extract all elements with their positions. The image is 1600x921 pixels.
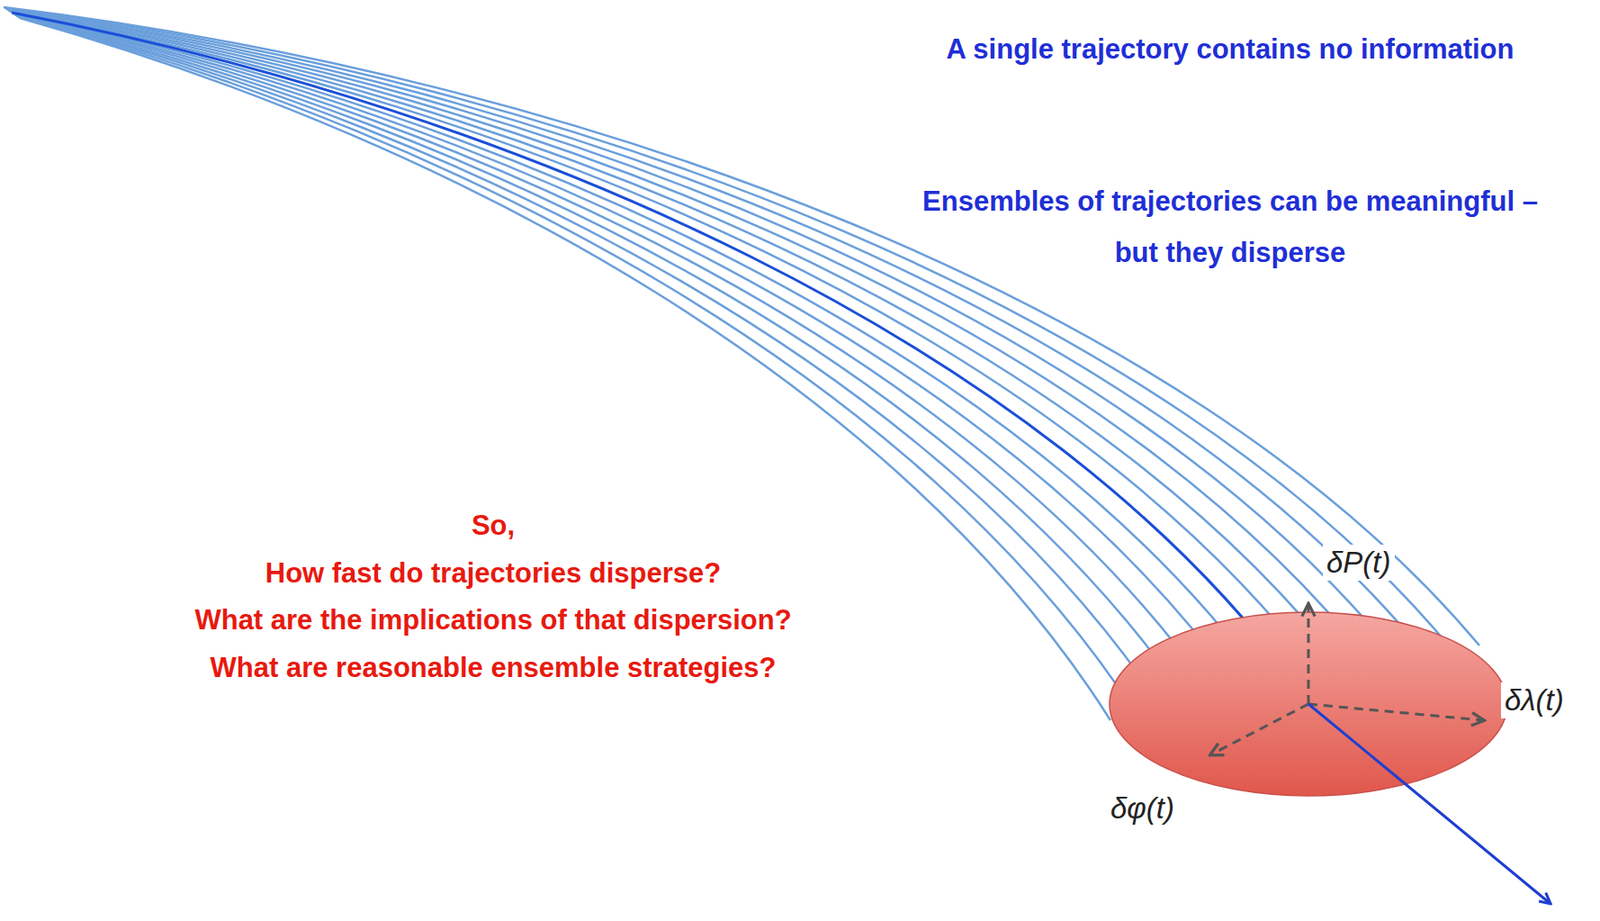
trajectory-bundle [3,7,1480,720]
dashed-axis-arrow [1211,703,1309,755]
dashed-axis-arrow [1307,604,1311,704]
question-text: What are reasonable ensemble strategies? [210,648,777,687]
axis-label: δP(t) [1322,544,1395,581]
trajectory-line [15,15,1216,700]
heading-note: A single trajectory contains no informat… [942,23,1519,75]
axis-label: δφ(t) [1106,790,1178,827]
trajectory-line [3,7,1480,646]
dashed-axis-arrow [1308,703,1484,720]
heading-note: Ensembles of trajectories can be meaning… [915,175,1546,279]
trajectory-line [10,11,1322,677]
question-text: What are the implications of that disper… [194,601,792,639]
central-trajectory [11,12,1295,684]
trajectory-line [8,9,1375,666]
trajectory-line [4,8,1453,651]
question-text: So, [471,506,515,545]
question-text: How fast do trajectories disperse? [265,554,721,593]
axis-label: δλ(t) [1501,682,1568,719]
trajectory-line [12,13,1268,689]
trajectory-line [14,14,1243,694]
direction-arrow [1308,703,1550,903]
trajectory-line [8,10,1348,672]
trajectory-line [6,8,1428,657]
